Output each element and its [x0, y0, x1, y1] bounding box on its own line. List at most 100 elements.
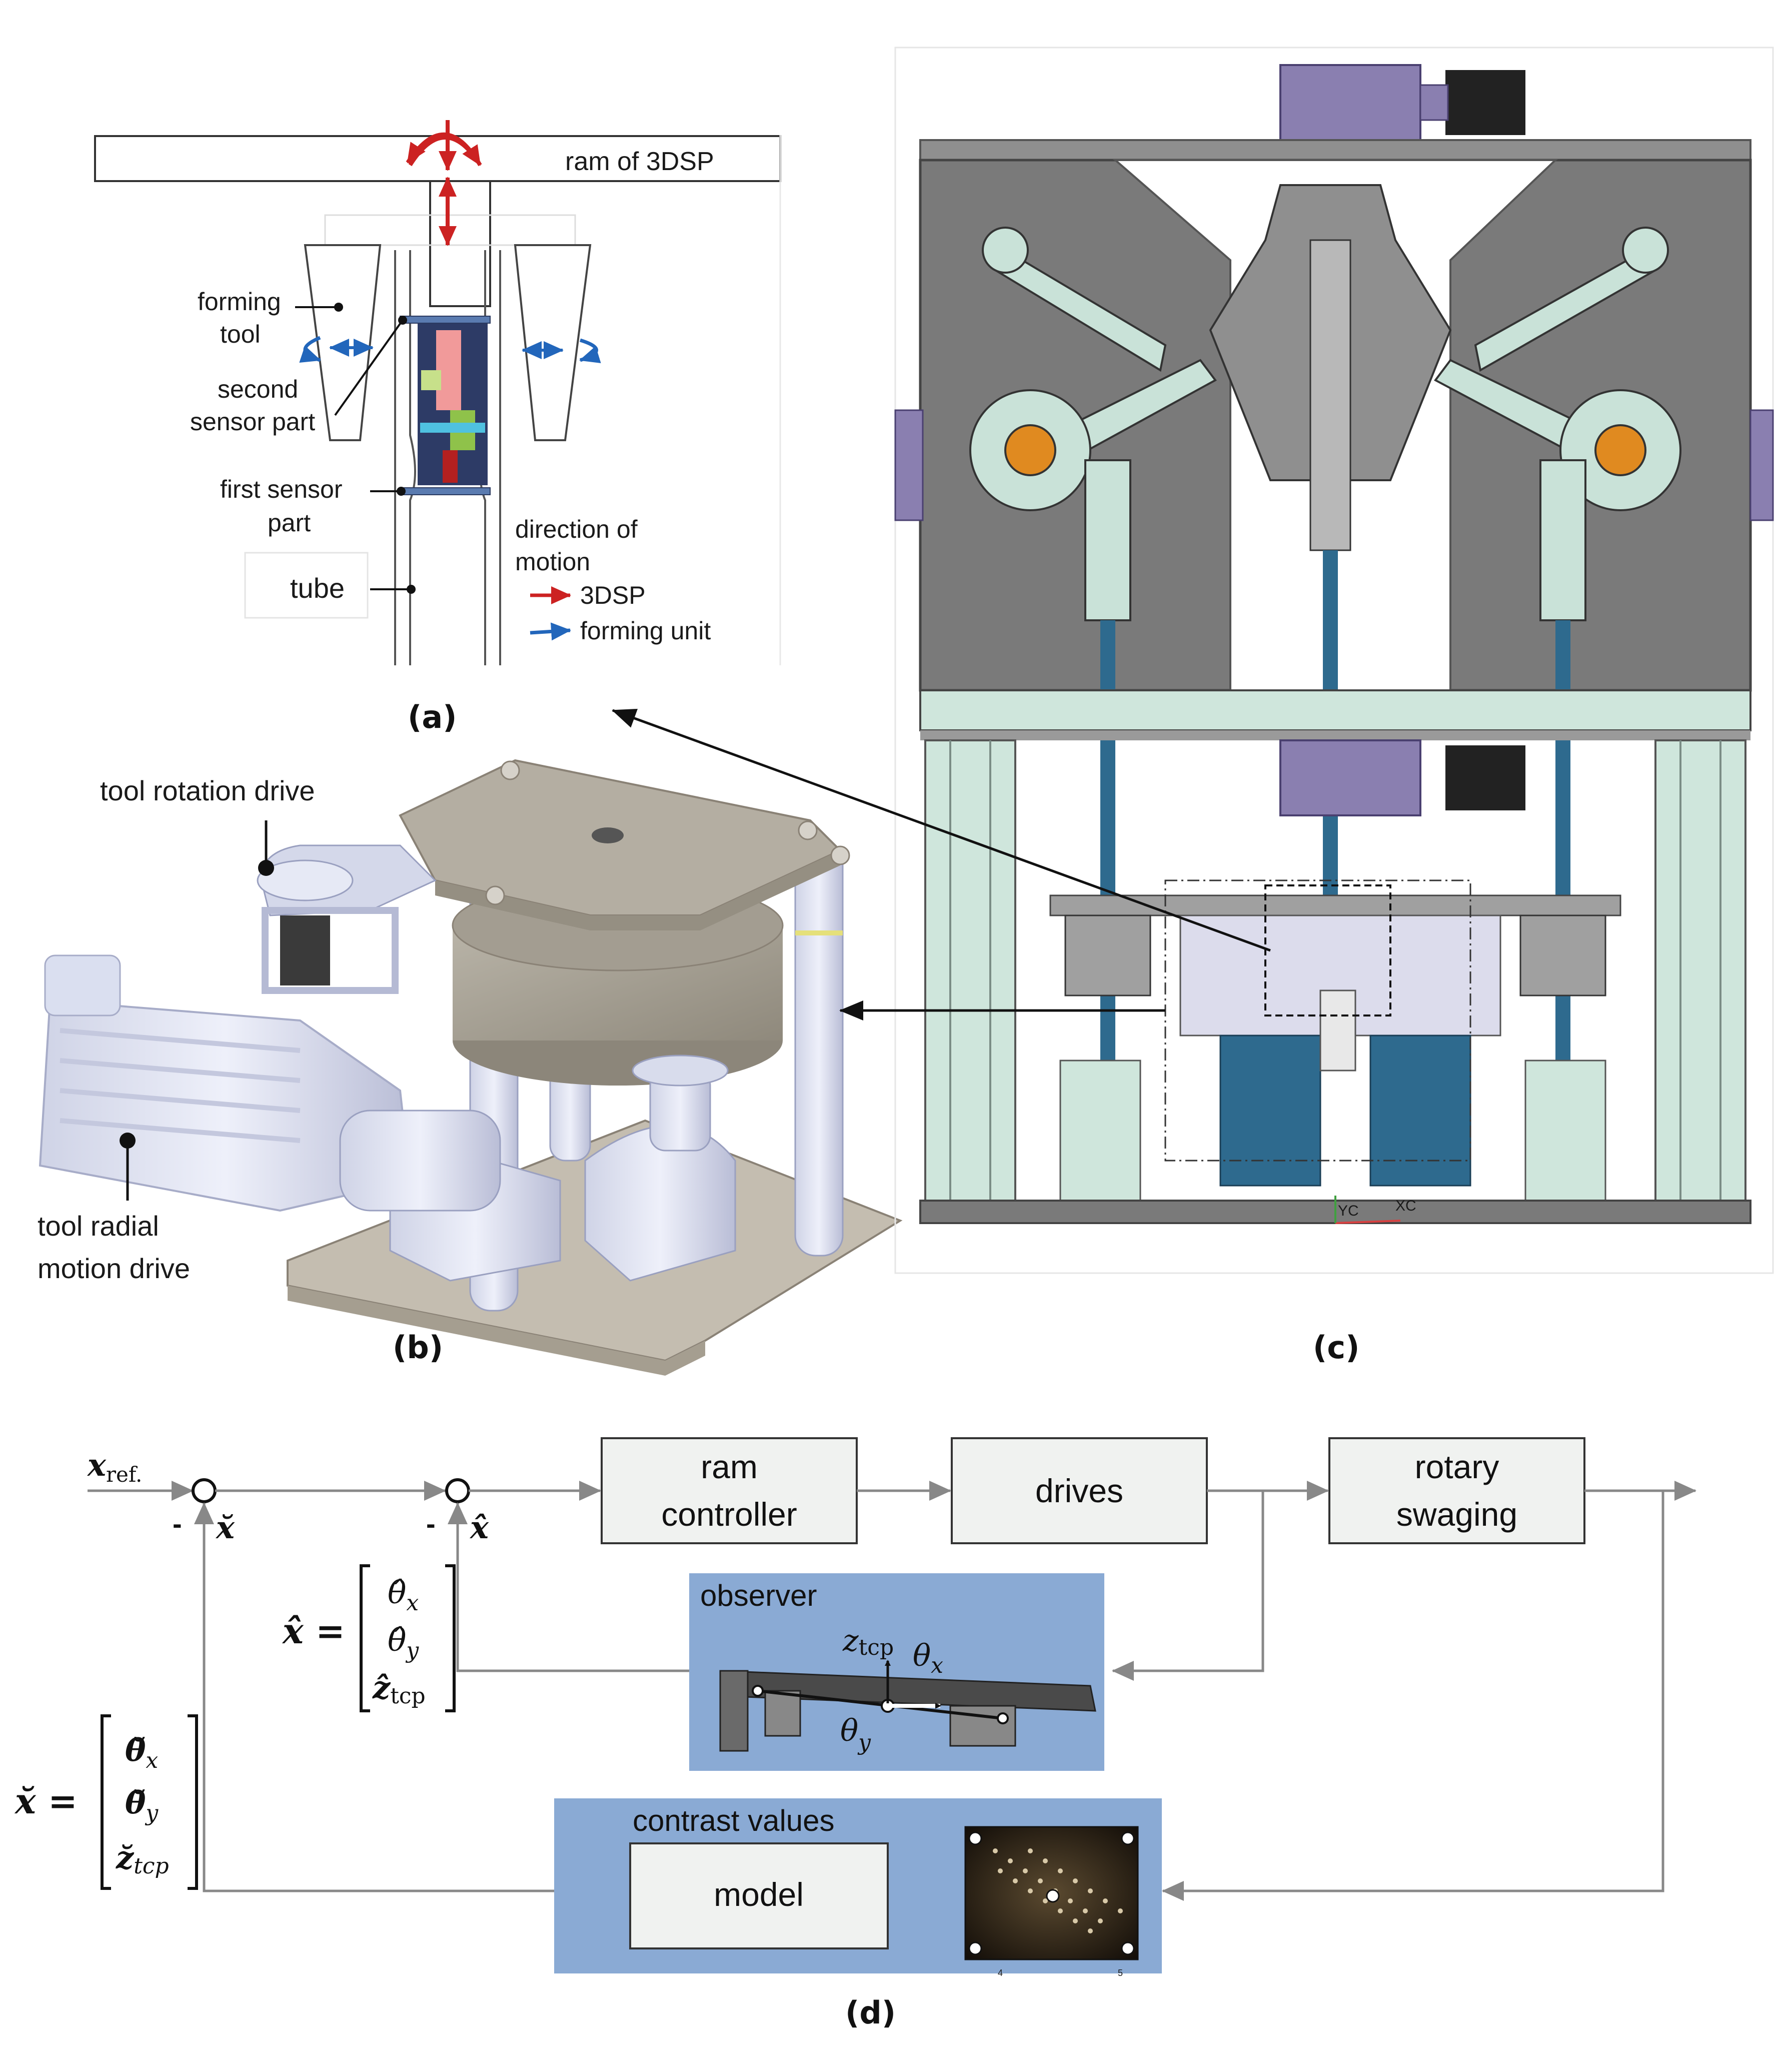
rotation-motor-bracket [262, 907, 399, 994]
block-ram-label-1: ram [701, 1448, 758, 1485]
block-model [629, 1842, 889, 1949]
tube-outline [394, 250, 501, 665]
hat-vec-lhs: x̂ = [282, 1610, 345, 1652]
legend-blue-arrow [530, 622, 571, 641]
base-plate-edge [288, 1286, 705, 1376]
bolt-2 [798, 820, 818, 840]
drive-stand-right [1524, 1060, 1606, 1202]
sensor-cyan-1 [420, 423, 485, 433]
observer-node-right [997, 1712, 1009, 1724]
contrast-marker-c [1046, 1889, 1060, 1903]
frame-col-grooves [949, 740, 1721, 1201]
observer-thetay-label: θy [840, 1713, 871, 1755]
tool-radial-label-1: tool radial [38, 1210, 159, 1242]
contrast-image-dots [993, 1848, 1123, 1933]
frame-col-left [924, 739, 1016, 1202]
observer-node-left [752, 1685, 764, 1697]
caption-a: (a) [408, 699, 457, 735]
line-contrast-j1 [194, 1502, 554, 1892]
top-motor-link [1419, 84, 1449, 121]
drive-stand-left [1059, 1060, 1141, 1202]
x-hat-label: x̂ [469, 1509, 489, 1546]
second-sensor-dot [398, 316, 407, 325]
block-drives-label: drives [1035, 1472, 1123, 1509]
blue-drive-left [1219, 1035, 1321, 1187]
tool-radial-label-2: motion drive [38, 1253, 190, 1284]
dashed-inner [1264, 884, 1391, 1016]
contrast-tick-5: 5 [1118, 1968, 1123, 1978]
pivot-tl [982, 227, 1029, 274]
contrast-marker-tl [968, 1831, 982, 1845]
panel-d: xref. - x̆ - x̂ ram controller drives ro… [14, 1437, 1696, 2031]
second-sensor-label-1: second [218, 375, 298, 403]
observer-z-label: ztcp [842, 1623, 894, 1660]
rod-left [1100, 620, 1115, 1071]
observer-machine-left [719, 1670, 749, 1752]
ram-label: ram of 3DSP [565, 147, 714, 176]
contrast-marker-bl [968, 1941, 982, 1955]
ram-shaft [429, 180, 491, 307]
central-column [1309, 239, 1351, 551]
red-arc-arrow-2 [406, 132, 482, 167]
panel-b: tool rotation drive tool radial motion d… [38, 759, 903, 1376]
line-rotary-contrast [1162, 1491, 1664, 1901]
block-rotary-swaging [1328, 1437, 1585, 1544]
bearing-left-core [1004, 424, 1056, 476]
forming-tool-left [304, 244, 382, 441]
forming-tool-label-1: forming [198, 288, 281, 316]
line-drives-observer [1112, 1491, 1264, 1681]
leg-left [1084, 459, 1131, 621]
center-spindle [1319, 989, 1356, 1072]
top-beam [919, 139, 1751, 161]
breve-vec-bracket-right [188, 1714, 198, 1890]
tool-rotation-drive-label: tool rotation drive [100, 775, 315, 806]
gearbox-right-flange [632, 1055, 729, 1087]
forming-tool-right [514, 244, 592, 441]
legend-forming-unit: forming unit [580, 617, 711, 645]
axis-x-line [1335, 1220, 1401, 1224]
first-sensor-label-2: part [268, 509, 311, 537]
block-ram-label-2: controller [661, 1496, 797, 1533]
side-block-left [894, 409, 924, 521]
breve-vec-3: z̆tcp [116, 1839, 169, 1879]
pulley [257, 859, 354, 901]
forming-tool-dot [334, 303, 343, 312]
block-model-label: model [714, 1876, 804, 1913]
hat-vec-2: θ̂y [388, 1622, 419, 1663]
tube-label: tube [290, 572, 345, 604]
breve-vec-lhs: x̆ = [14, 1780, 78, 1822]
rod-right [1555, 620, 1570, 1071]
block-rotary-label-2: swaging [1396, 1496, 1517, 1533]
frame-col-right [1654, 739, 1746, 1202]
observer-title: observer [700, 1579, 817, 1612]
sensor-red-1 [443, 450, 458, 483]
middle-motor-black [1445, 745, 1525, 810]
side-block-right [1749, 409, 1774, 521]
contrast-marker-tr [1121, 1831, 1135, 1845]
first-sensor-label-1: first sensor [220, 475, 343, 503]
axis-yc-label: YC [1338, 1203, 1359, 1219]
middle-motor [1279, 739, 1421, 816]
contrast-tick-4: 4 [998, 1968, 1003, 1978]
panel-c-border [894, 47, 1774, 1274]
panel-a: ram of 3DSP forming tool [94, 120, 781, 735]
observer-machine-right [949, 1705, 1016, 1747]
column-front-right [794, 844, 844, 1257]
crossbar [919, 689, 1751, 731]
ram-bar [94, 135, 781, 182]
minus-2: - [426, 1508, 436, 1539]
motor-coupling [339, 1110, 501, 1212]
lower-gray-bar [1049, 894, 1621, 916]
hat-vec-bracket-right [445, 1564, 456, 1712]
block-ram-controller [601, 1437, 858, 1544]
bolt-1 [500, 760, 520, 780]
second-sensor-label-2: sensor part [190, 408, 315, 436]
minus-1: - [173, 1508, 182, 1539]
second-sensor-leader [334, 319, 404, 416]
arrow-c-to-a [612, 708, 1271, 952]
first-sensor-plate [400, 487, 491, 495]
crossbar-lower [920, 730, 1750, 740]
contrast-marker-br [1121, 1941, 1135, 1955]
pivot-tr [1622, 227, 1669, 274]
top-plate-hole [592, 827, 624, 843]
